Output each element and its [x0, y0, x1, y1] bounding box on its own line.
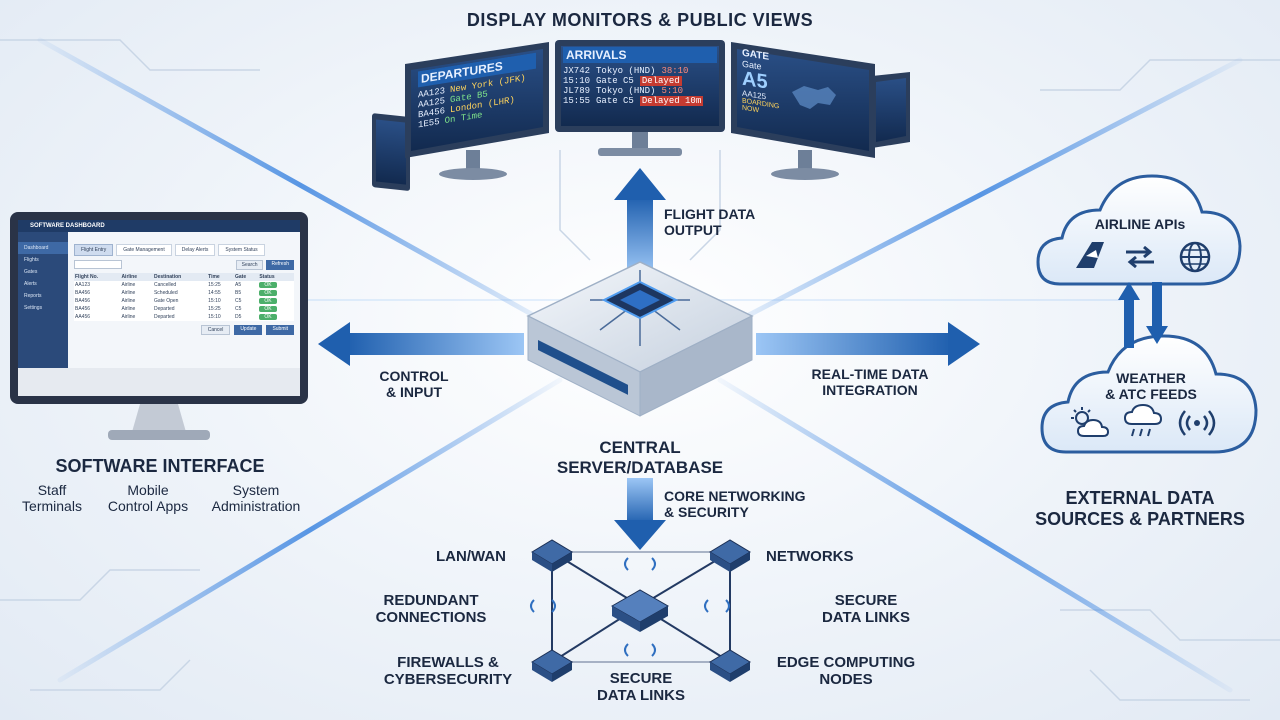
- exchange-icon: [1122, 245, 1158, 269]
- plane-tail-icon: [1072, 240, 1106, 270]
- network-nodes: [531, 539, 751, 682]
- software-dashboard: SOFTWARE DASHBOARD Dashboard Flights Gat…: [18, 220, 300, 368]
- node-core: [610, 589, 670, 632]
- dashboard-footer: Cancel Update Submit: [74, 325, 294, 335]
- weather-atc-label: WEATHER& ATC FEEDS: [1105, 370, 1197, 403]
- core-networking-label: CORE NETWORKING& SECURITY: [664, 488, 806, 521]
- dashboard-tabs: Flight Entry Gate Management Delay Alert…: [74, 244, 294, 256]
- search-button[interactable]: Search: [235, 260, 264, 270]
- cancel-button[interactable]: Cancel: [200, 325, 231, 335]
- dashboard-main: Flight Entry Gate Management Delay Alert…: [74, 244, 294, 335]
- dashboard-title: SOFTWARE DASHBOARD: [30, 223, 105, 229]
- table-header: Flight No. Airline Destination Time Gate…: [74, 273, 294, 281]
- monitor-right-small: [872, 72, 910, 148]
- control-input-label: CONTROL& INPUT: [379, 368, 449, 401]
- flight-table: Flight No. Airline Destination Time Gate…: [74, 273, 294, 321]
- sidebar-item[interactable]: Reports: [24, 293, 42, 299]
- dashboard-sidebar: Dashboard Flights Gates Alerts Reports S…: [18, 232, 68, 368]
- sun-cloud-icon: [1068, 406, 1112, 440]
- circuit-traces: [0, 39, 1280, 701]
- sidebar-item[interactable]: Gates: [24, 269, 38, 275]
- globe-icon: [1178, 240, 1212, 274]
- tab-gate-management[interactable]: Gate Management: [116, 244, 172, 256]
- status-badge: OK: [259, 306, 277, 312]
- submit-button[interactable]: Submit: [266, 325, 294, 335]
- networks-label: NETWORKS: [766, 548, 854, 565]
- core-network-arrow: [614, 478, 666, 550]
- firewalls-label: FIREWALLS &CYBERSECURITY: [383, 654, 513, 689]
- software-interface-title: SOFTWARE INTERFACE: [55, 456, 265, 476]
- control-input-arrow: [318, 322, 524, 366]
- update-button[interactable]: Update: [234, 325, 263, 335]
- rain-cloud-icon: [1122, 403, 1164, 442]
- cloud-exchange-arrows: [1118, 282, 1168, 348]
- flight-output-arrow: [614, 168, 666, 274]
- radio-signal-icon: [1178, 406, 1216, 440]
- status-badge: OK: [259, 314, 277, 320]
- tab-delay-alerts[interactable]: Delay Alerts: [174, 244, 216, 256]
- dashboard-toolbar: Search Refresh: [74, 260, 294, 270]
- gate-monitor: [731, 42, 875, 180]
- status-badge: OK: [259, 282, 277, 288]
- status-badge: OK: [259, 298, 277, 304]
- central-server: [526, 261, 754, 417]
- display-monitors-title: DISPLAY MONITORS & PUBLIC VIEWS: [466, 10, 814, 30]
- tab-flight-entry[interactable]: Flight Entry: [74, 244, 114, 256]
- lan-wan-label: LAN/WAN: [436, 548, 506, 565]
- monitor-left-small: [372, 113, 410, 191]
- node-edge: [709, 649, 751, 682]
- sidebar-item[interactable]: Dashboard: [18, 242, 68, 254]
- search-input[interactable]: [74, 260, 122, 269]
- refresh-button[interactable]: Refresh: [266, 260, 294, 270]
- status-badge: OK: [259, 290, 277, 296]
- sidebar-item[interactable]: Flights: [24, 257, 39, 263]
- tab-system-status[interactable]: System Status: [218, 244, 265, 256]
- sidebar-item[interactable]: Settings: [24, 305, 43, 311]
- realtime-arrow: [756, 322, 980, 366]
- arrivals-header: ARRIVALS: [563, 47, 717, 63]
- gate-board: GATE Gate A5 AA125 BOARDING NOW: [742, 48, 798, 135]
- node-lan-wan: [531, 539, 573, 572]
- airline-apis-label: AIRLINE APIs: [1094, 216, 1186, 232]
- node-firewall: [531, 649, 573, 682]
- wireless-signal-icons: [530, 557, 730, 657]
- sidebar-item[interactable]: Alerts: [24, 281, 37, 287]
- node-networks: [709, 539, 751, 572]
